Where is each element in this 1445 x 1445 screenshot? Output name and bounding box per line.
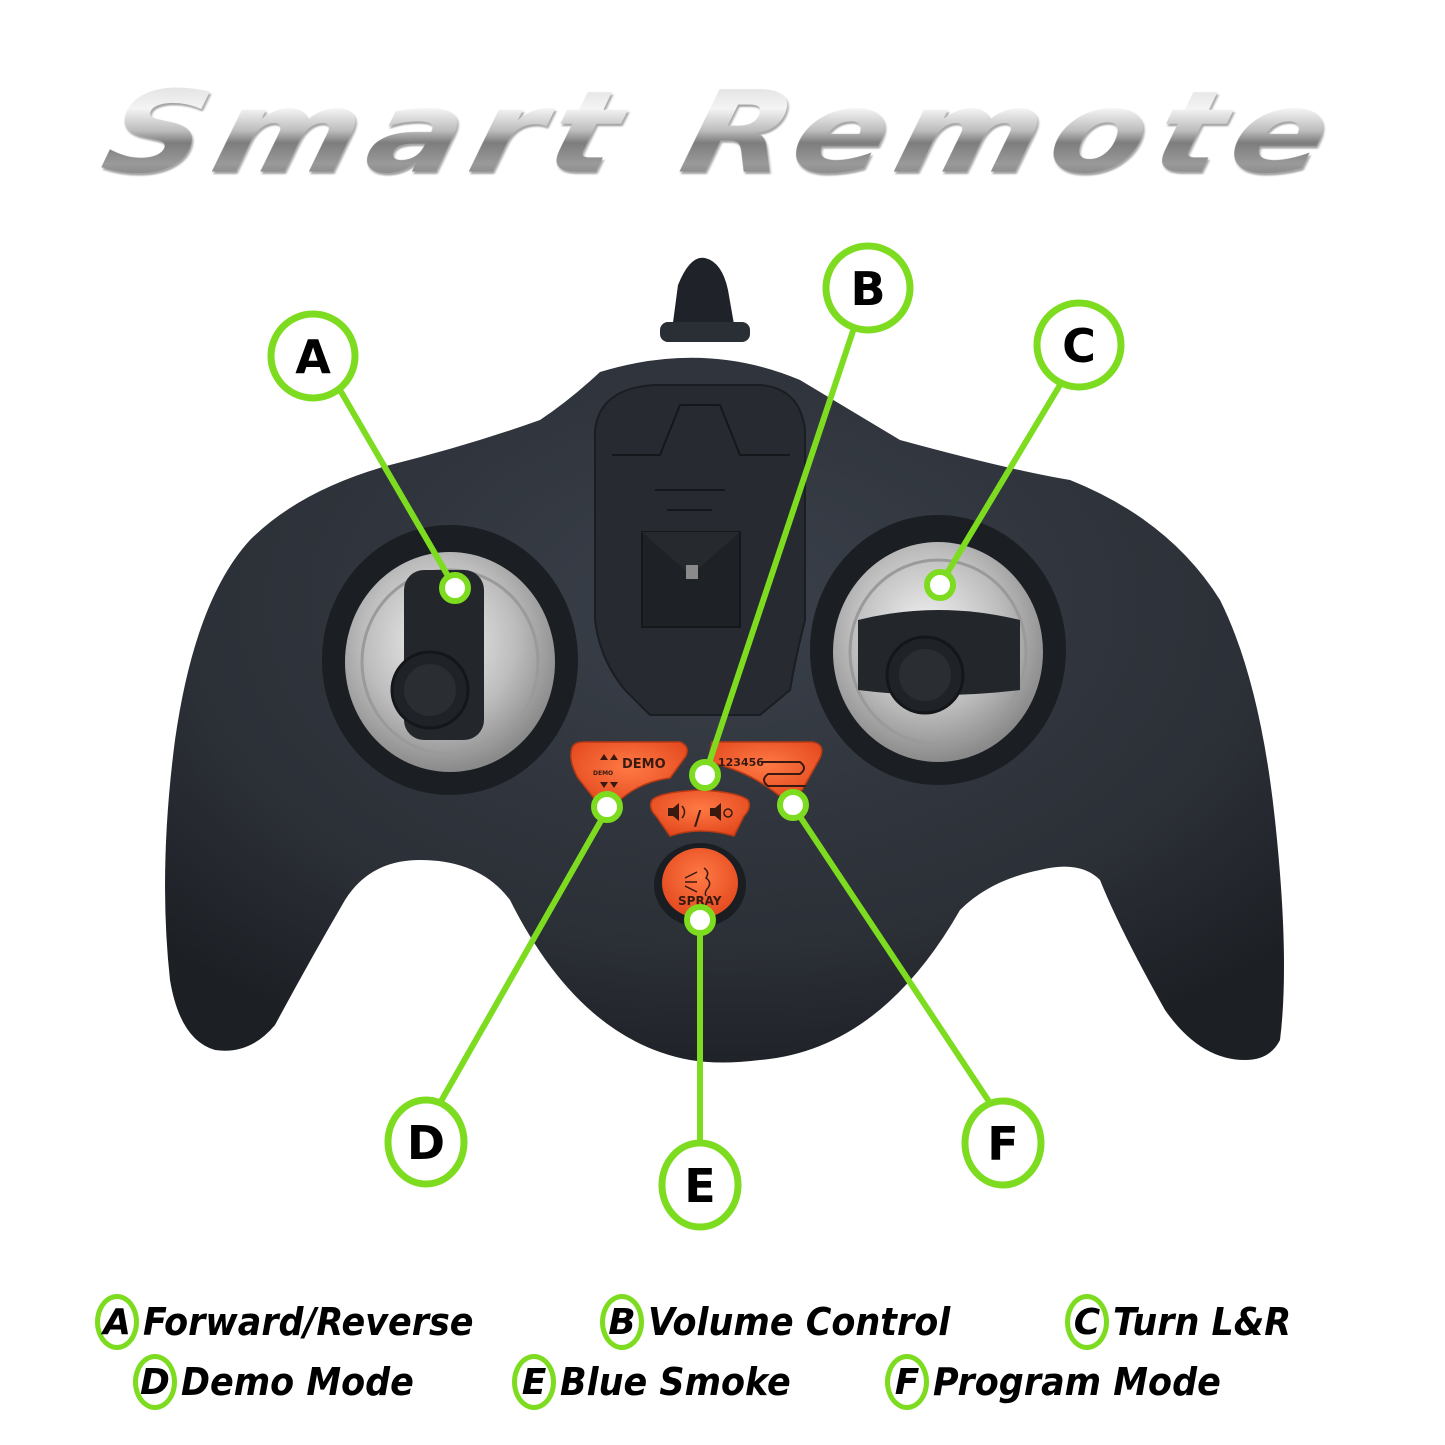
antenna <box>660 257 750 342</box>
callout-d-letter: D <box>407 1116 445 1170</box>
legend-item-c: C Turn L&R <box>1065 1292 1307 1352</box>
legend-text-blue-smoke: Blue Smoke <box>560 1360 791 1404</box>
legend-text-forward-reverse: Forward/Reverse <box>143 1300 474 1344</box>
legend-badge-b: B <box>600 1294 644 1350</box>
legend-item-e: E Blue Smoke <box>512 1352 811 1412</box>
volume-separator: / <box>694 806 702 830</box>
callout-c-circle <box>1033 299 1125 391</box>
legend-item-a: A Forward/Reverse <box>95 1292 502 1352</box>
legend-text-program-mode: Program Mode <box>933 1360 1221 1404</box>
legend-item-d: D Demo Mode <box>133 1352 434 1412</box>
legend-badge-d: D <box>133 1354 177 1410</box>
callout-a-circle <box>267 310 359 402</box>
volume-button[interactable]: / <box>649 789 751 837</box>
speaker-on-icon <box>668 803 686 821</box>
legend-text-demo-mode: Demo Mode <box>181 1360 414 1404</box>
callout-e-circle <box>658 1139 742 1231</box>
spray-button-label: SPRAY <box>678 894 722 908</box>
demo-arrows-sublabel: DEMO <box>593 770 613 777</box>
legend-badge-c: C <box>1065 1294 1109 1350</box>
program-button[interactable]: 123456 <box>707 741 823 801</box>
legend-badge-f: F <box>885 1354 929 1410</box>
legend-badge-e: E <box>512 1354 556 1410</box>
legend-row-1: A Forward/Reverse B Volume Control C Tur… <box>0 1292 1445 1352</box>
callout-a-letter: A <box>295 330 331 384</box>
smoke-icon <box>684 867 711 897</box>
legend-item-b: B Volume Control <box>600 1292 977 1352</box>
program-path-icon <box>762 761 806 787</box>
program-button-label: 123456 <box>718 756 764 769</box>
callout-d-circle <box>384 1096 468 1188</box>
callout-e-letter: E <box>684 1159 715 1213</box>
right-joystick[interactable] <box>810 515 1066 785</box>
callout-f-letter: F <box>987 1117 1018 1171</box>
legend-badge-a: A <box>95 1294 139 1350</box>
speaker-mute-icon <box>710 803 733 821</box>
legend-row-2: D Demo Mode E Blue Smoke F Program Mode <box>0 1352 1445 1412</box>
center-panel <box>594 384 806 716</box>
callout-lines <box>337 324 1063 1140</box>
left-joystick[interactable] <box>322 525 578 795</box>
legend-text-volume-control: Volume Control <box>648 1300 951 1344</box>
callout-anchors <box>439 569 956 936</box>
spray-button[interactable]: SPRAY <box>654 843 746 927</box>
demo-button-label: DEMO <box>622 757 666 772</box>
callout-f-circle <box>961 1097 1045 1189</box>
callout-b-letter: B <box>850 262 885 316</box>
callout-c-letter: C <box>1062 319 1096 373</box>
legend-item-f: F Program Mode <box>885 1352 1246 1412</box>
demo-arrows-icon <box>600 754 618 788</box>
legend-text-turn: Turn L&R <box>1113 1300 1292 1344</box>
callout-b-circle <box>822 242 914 334</box>
demo-button[interactable]: DEMO DEMO <box>570 741 688 808</box>
